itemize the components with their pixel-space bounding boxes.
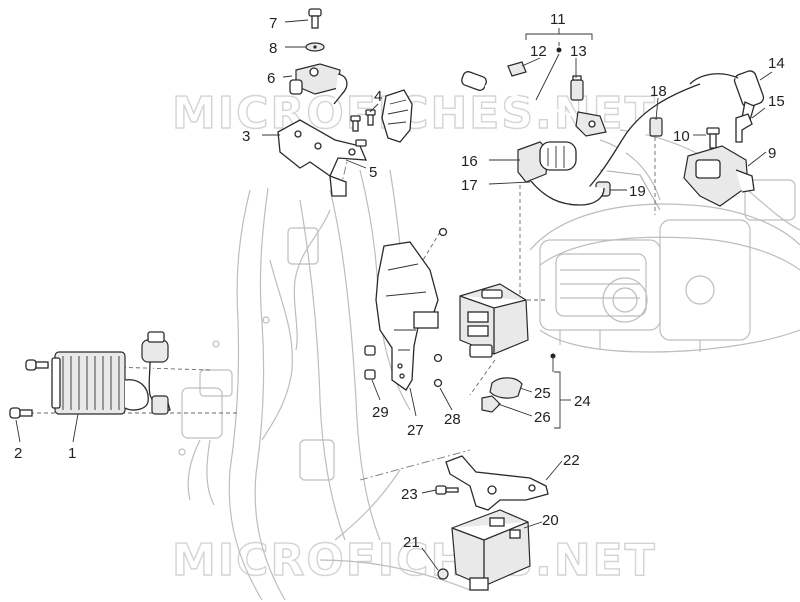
callout-22: 22 [563,452,580,469]
callout-24: 24 [574,393,591,410]
part-26-key [481,395,501,413]
part-9-ignition-coil [683,145,755,207]
callout-11: 11 [550,11,566,28]
callout-15: 15 [768,93,785,110]
part-27-ecu-bracket [375,241,439,391]
part-5-connector-clip [355,89,413,147]
callout-7: 7 [269,15,277,32]
callout-19: 19 [629,183,646,200]
part-4-bolts [350,109,376,132]
part-20-control-module [451,509,531,591]
part-16-sensor [517,141,577,183]
callout-5: 5 [369,164,377,181]
part-11-sensor-harness [461,71,607,137]
callout-8: 8 [269,40,277,57]
callout-27: 27 [407,422,424,439]
callout-10: 10 [673,128,690,145]
part-1-voltage-regulator [51,331,171,415]
callout-26: 26 [534,409,551,426]
part-25-transponder [489,377,523,399]
callout-29: 29 [372,404,389,421]
part-2-bolts [9,359,49,419]
callout-17: 17 [461,177,478,194]
callout-25: 25 [534,385,551,402]
part-ecu-unit [459,283,529,358]
callout-13: 13 [570,43,587,60]
part-29-nuts [364,345,376,380]
leader-lines [15,19,773,571]
part-21-nut [437,568,449,580]
part-7-screw [308,8,322,29]
engine-ghost [529,129,800,353]
callout-2: 2 [14,445,22,462]
part-23-bolt [435,485,459,495]
callout-21: 21 [403,534,420,551]
part-3-bracket [277,119,368,197]
callout-14: 14 [768,55,785,72]
callout-18: 18 [650,83,667,100]
callout-labels: 1 2 3 4 5 6 7 8 9 10 11 12 13 14 15 16 1… [14,11,785,551]
callout-9: 9 [768,145,776,162]
frame-ghost [178,169,471,601]
callout-6: 6 [267,70,275,87]
part-13-connector [570,75,584,101]
callout-4: 4 [374,88,382,105]
callout-20: 20 [542,512,559,529]
callout-1: 1 [68,445,76,462]
callout-12: 12 [530,43,547,60]
part-8-washer [305,42,325,52]
part-28-screws [433,227,448,388]
callout-16: 16 [461,153,478,170]
part-15-connector [735,113,753,143]
callout-23: 23 [401,486,418,503]
watermark-bottom: MICROFICHES.NET [172,535,657,586]
part-17-cable [529,179,605,206]
part-14-spark-cap [689,70,765,121]
part-12-connector-small [507,61,527,77]
part-10-bolt [706,127,720,149]
part-6-sensor [289,63,348,105]
callout-28: 28 [444,411,461,428]
callout-3: 3 [242,128,250,145]
part-22-bracket [445,455,549,511]
